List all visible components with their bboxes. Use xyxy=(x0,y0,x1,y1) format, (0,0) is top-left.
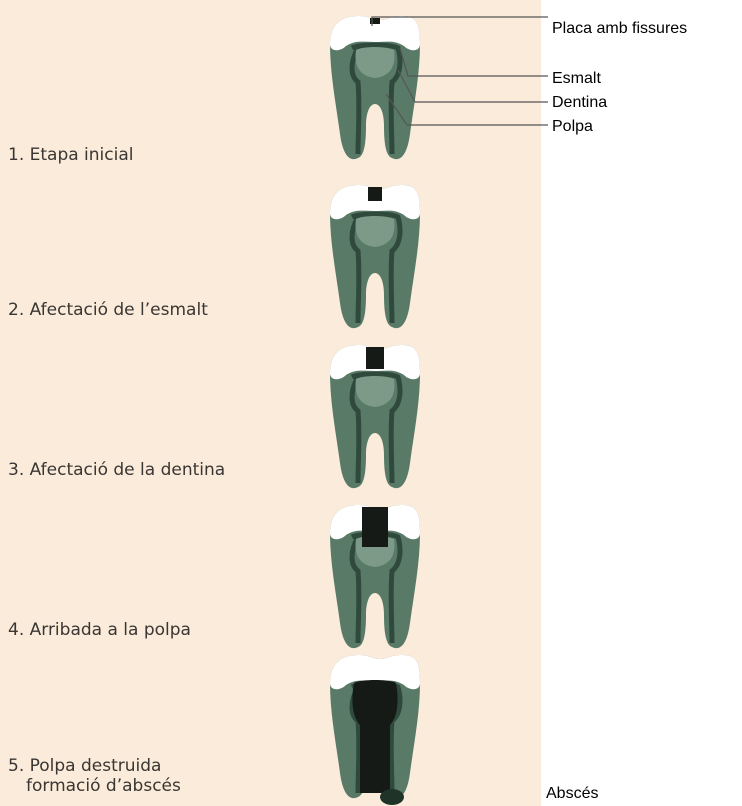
callout-plaque: Placa amb fissures xyxy=(552,20,687,38)
stage-label-2: 2. Afectació de l’esmalt xyxy=(8,300,208,320)
stage-label-1: 1. Etapa inicial xyxy=(8,145,134,165)
tooth-stage-5 xyxy=(330,655,420,805)
enamel-leader xyxy=(400,48,548,76)
abscess-blob xyxy=(380,789,404,805)
tooth-stage-1 xyxy=(330,16,420,159)
callout-abscess: Abscés xyxy=(546,785,598,803)
callout-pulp: Polpa xyxy=(552,118,593,136)
stage-label-5: 5. Polpa destruida xyxy=(8,756,161,776)
stage-label-5-line2: formació d’abscés xyxy=(26,776,181,796)
tooth-stage-3 xyxy=(330,345,420,488)
tooth-stage-2 xyxy=(330,185,420,328)
tooth-stage-4 xyxy=(330,505,420,648)
callout-enamel: Esmalt xyxy=(552,70,601,88)
stage-label-3: 3. Afectació de la dentina xyxy=(8,460,225,480)
dentin-leader xyxy=(398,70,548,102)
stage-label-4: 4. Arribada a la polpa xyxy=(8,620,191,640)
callout-dentin: Dentina xyxy=(552,94,607,112)
